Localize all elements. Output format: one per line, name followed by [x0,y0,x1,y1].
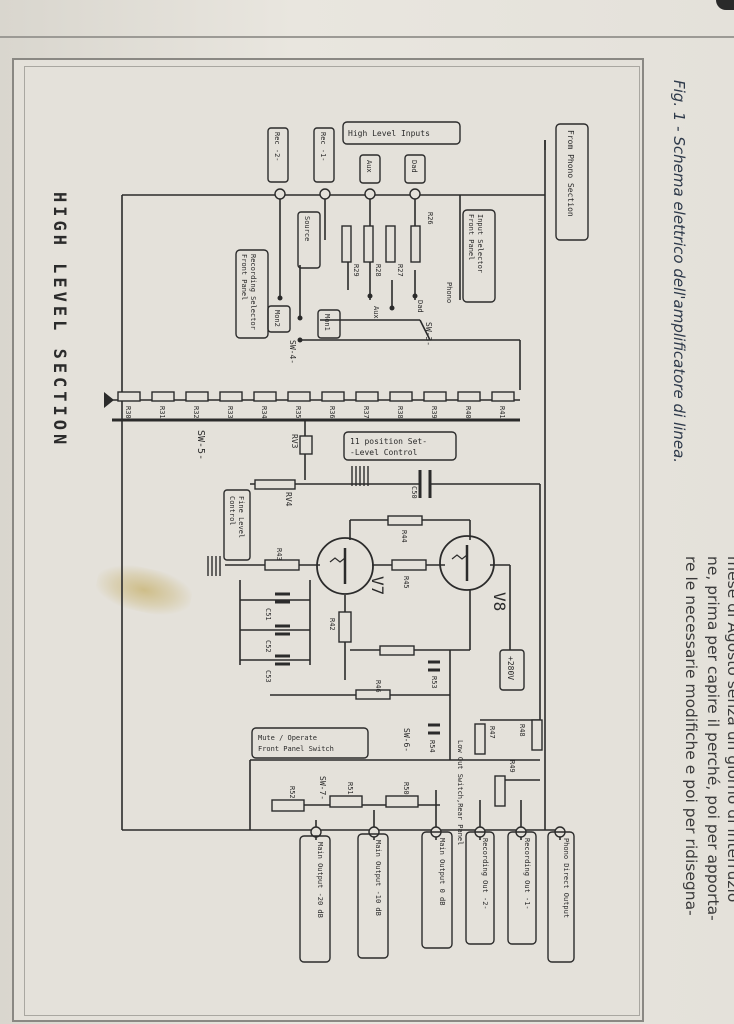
label-mon1: Mon1 [323,314,331,331]
label-r49: R49 [508,760,516,773]
label-input-rec2: Rec -2- [273,132,281,162]
label-v8: V8 [490,592,509,611]
label-r27: R27 [396,264,404,277]
label-supply: +280V [506,656,515,680]
label-input-selector-1: Input Selector [476,214,484,273]
label-r47: R47 [488,726,496,739]
label-r43: R43 [275,548,283,561]
label-mute-2: Front Panel Switch [258,745,334,753]
label-r52: R52 [288,786,296,799]
label-r45: R45 [402,576,410,589]
label-sw-aux: Aux [372,306,380,319]
label-c52: C52 [264,640,272,653]
label-input-dad: Dad [410,160,418,173]
tube-v8 [439,535,495,591]
section-title: HIGH LEVEL SECTION [49,192,69,448]
label-mute-1: Mute / Operate [258,734,317,742]
label-source: Source [303,216,311,241]
label-out-rec2: Recording Out -2- [481,838,489,910]
label-r32: R32 [192,406,200,419]
header-rule [0,36,734,38]
label-recording-selector-1: Recording Selector [249,254,257,330]
label-r36: R36 [328,406,336,419]
label-rv4: RV4 [284,492,293,507]
label-r44: R44 [400,530,408,543]
label-r31: R31 [158,406,166,419]
label-input-selector-2: Front Panel [467,214,475,260]
label-recording-selector-2: Front Panel [240,254,248,300]
label-from-phono: From Phono Section [566,130,575,217]
label-out-phono-direct: Phono Direct Output [562,838,570,918]
tube-v7 [316,537,374,595]
label-r39: R39 [430,406,438,419]
label-r41: R41 [498,406,506,419]
label-mon2: Mon2 [273,310,281,327]
label-input-aux: Aux [365,160,373,173]
label-r26: R26 [426,212,434,225]
label-out-main20: Main Output -20 dB [316,842,324,918]
label-v7: V7 [368,576,387,595]
label-low-out: Low Out Switch,Rear Panel [456,740,464,845]
label-r35: R35 [294,406,302,419]
label-sw-dad: Dad [416,300,424,313]
label-r46: R46 [374,680,382,693]
label-sw5: SW-5- [195,430,206,460]
label-out-main10: Main Output -10 dB [374,840,382,916]
label-input-rec1: Rec -1- [319,132,327,162]
label-c53: C53 [264,670,272,683]
label-r51: R51 [346,782,354,795]
label-set-level-2: -Level Control [350,448,418,457]
label-set-level-1: 11 position Set- [350,437,427,446]
label-high-level-inputs: High Level Inputs [348,129,430,138]
label-c50: C50 [410,486,418,499]
label-sw7: SW-7- [318,776,327,800]
box-from-phono [555,123,589,241]
label-out-rec1: Recording Out -1- [523,838,531,910]
label-r30: R30 [124,406,132,419]
label-r38: R38 [396,406,404,419]
page-corner [716,0,734,10]
label-sw4: SW-4- [288,340,297,364]
label-r28: R28 [374,264,382,277]
box-high-level-inputs [342,121,461,145]
label-c51: C51 [264,608,272,621]
label-phono: Phono [445,282,453,303]
label-fine-level-2: Control [228,496,236,526]
label-r34: R34 [260,406,268,419]
label-r54: R54 [428,740,436,753]
label-r48: R48 [518,724,526,737]
label-r50: R50 [402,782,410,795]
label-out-main0: Main Output 0 dB [438,838,446,905]
label-r37: R37 [362,406,370,419]
label-fine-level-1: Fine Level [237,496,245,538]
label-sw3: SW-3- [424,322,433,346]
label-r53: R53 [430,676,438,689]
label-rv3: RV3 [290,434,299,449]
label-r29: R29 [352,264,360,277]
figure-inner-frame [24,66,640,1016]
figure-frame [12,58,644,1022]
label-r40: R40 [464,406,472,419]
label-r33: R33 [226,406,234,419]
label-sw6: SW-6- [402,728,411,752]
label-r42: R42 [328,618,336,631]
